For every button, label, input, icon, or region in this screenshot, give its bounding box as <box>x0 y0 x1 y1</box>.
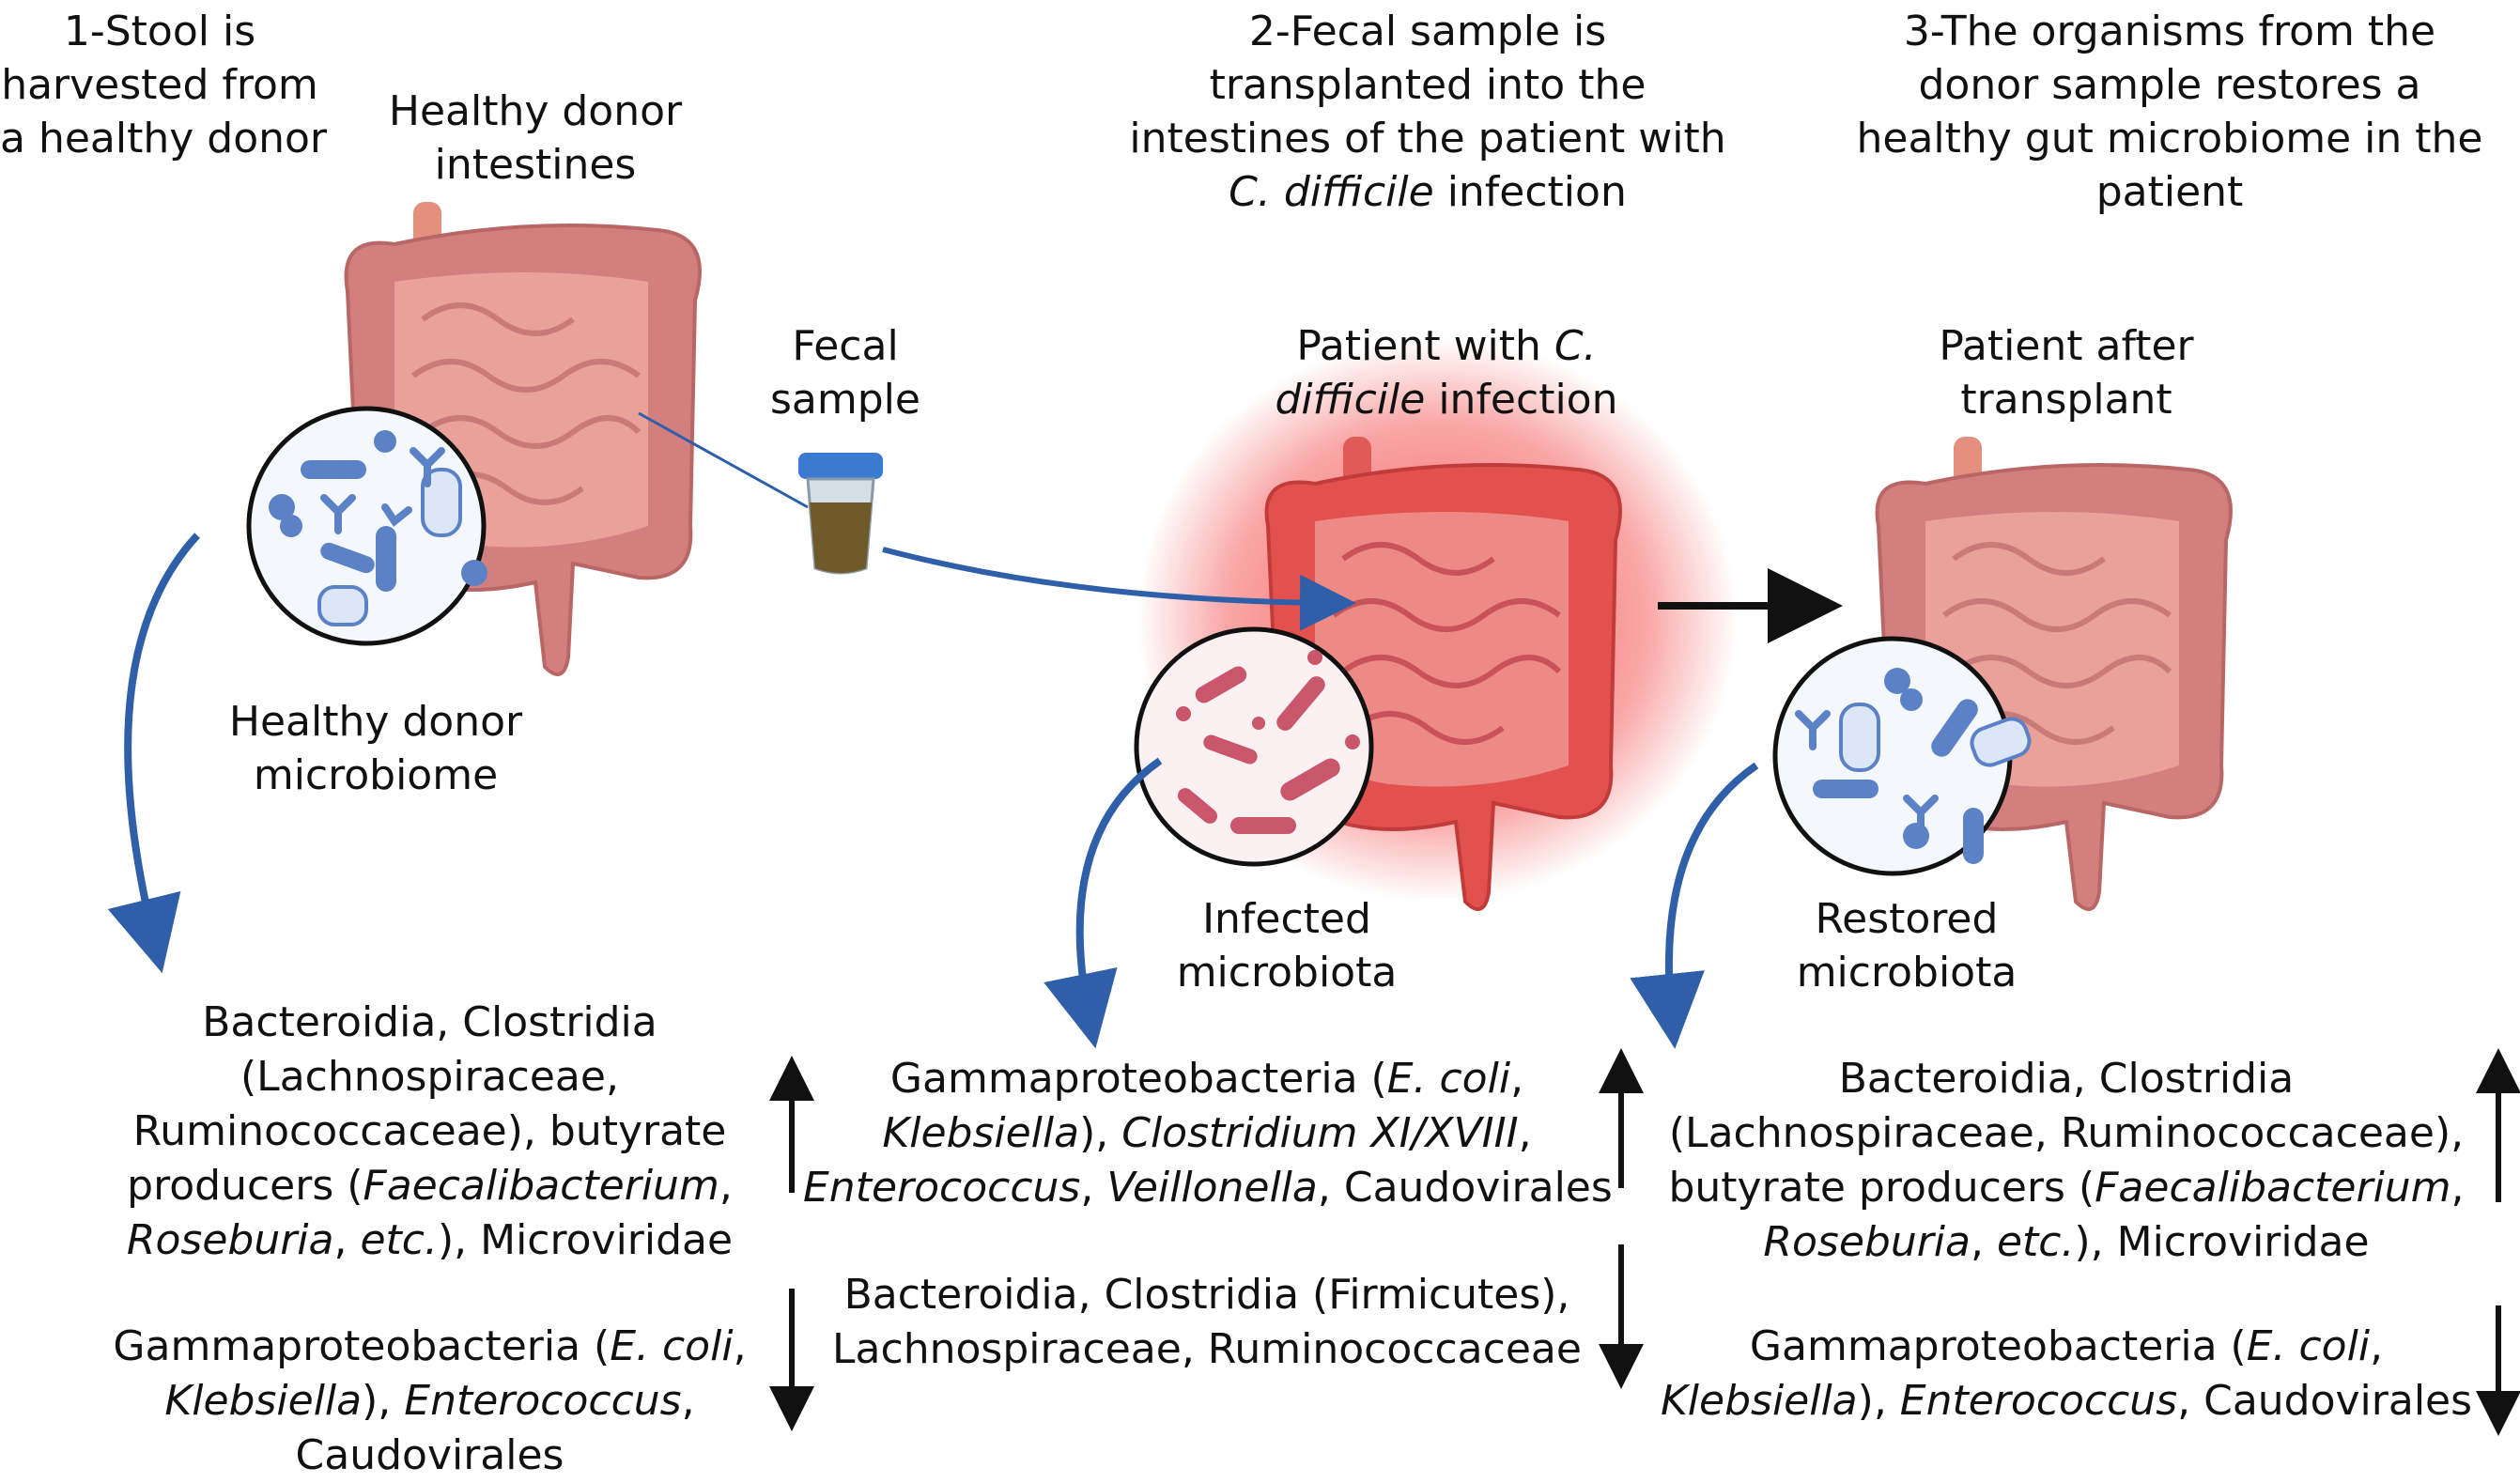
healthy-microbiome-magnifier-icon <box>246 406 487 646</box>
restored-microbiota-label: Restored microbiota <box>1796 895 2018 996</box>
infected-microbiota-magnifier-icon <box>1134 626 1374 867</box>
infected-decreased-list: Bacteroidia, Clostridia (Firmicutes), La… <box>832 1271 1582 1373</box>
step2-caption: 2-Fecal sample is transplanted into the … <box>1129 8 1726 216</box>
donor-to-sample-line <box>638 411 809 509</box>
step1-caption: 1-Stool is harvested from a healthy dono… <box>0 8 328 162</box>
fecal-sample-label: Fecal sample <box>770 322 920 424</box>
transplant-arrow <box>882 547 1356 631</box>
fecal-sample-jar-icon <box>798 453 883 575</box>
healthy-intestines-label: Healthy donor intestines <box>388 87 683 189</box>
donor-decreased-list: Gammaproteobacteria (E. coli, Klebsiella… <box>113 1322 747 1479</box>
infected-curve-arrow <box>1044 757 1163 1049</box>
restored-curve-arrow <box>1630 762 1759 1049</box>
infected-microbiota-label: Infected microbiota <box>1176 895 1398 996</box>
patient-after-label: Patient after transplant <box>1939 322 2194 424</box>
donor-increased-list: Bacteroidia, Clostridia (Lachnospiraceae… <box>126 998 734 1264</box>
restored-increased-list: Bacteroidia, Clostridia (Lachnospiraceae… <box>1668 1055 2465 1266</box>
patient-infected-label: Patient with C. difficile infection <box>1275 322 1618 424</box>
infected-increased-list: Gammaproteobacteria (E. coli, Klebsiella… <box>803 1055 1613 1212</box>
restored-decreased-list: Gammaproteobacteria (E. coli, Klebsiella… <box>1660 1322 2473 1425</box>
donor-curve-arrow <box>107 533 200 974</box>
restored-microbiota-magnifier-icon <box>1772 636 2032 876</box>
increase-decrease-arrows <box>769 1048 2520 1436</box>
step3-caption: 3-The organisms from the donor sample re… <box>1856 8 2483 216</box>
healthy-microbiome-label: Healthy donor microbiome <box>228 698 523 799</box>
